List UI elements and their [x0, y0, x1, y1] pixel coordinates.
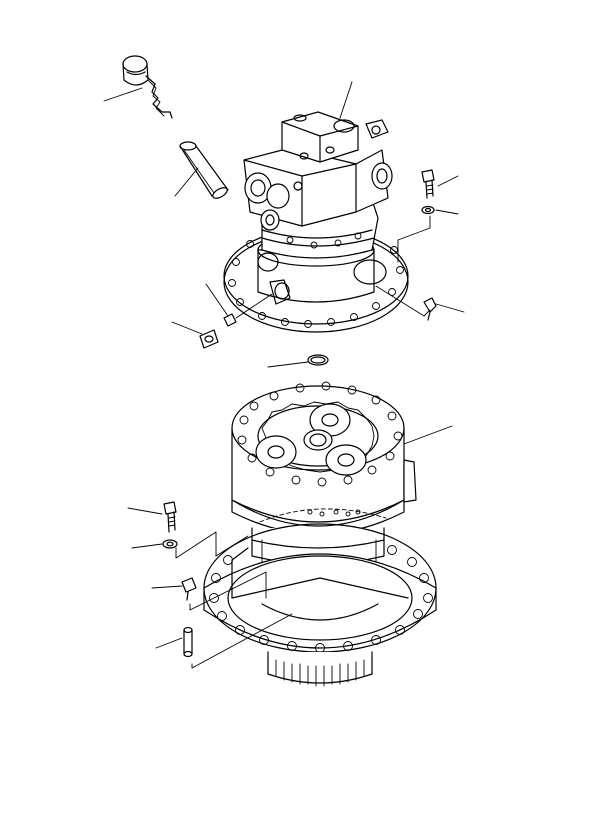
level-gauge — [122, 55, 173, 119]
case-bolt-washer — [162, 539, 178, 549]
leader-motor-bolt — [437, 175, 459, 187]
leader-case-bolt — [127, 507, 163, 515]
swing-machinery-case — [231, 381, 417, 605]
leader-o-ring — [267, 361, 309, 368]
leader-pin-clip — [435, 303, 465, 313]
dowel-bracket — [191, 613, 293, 669]
leader-plug-gasket — [205, 283, 229, 317]
leader-case-plug — [151, 585, 183, 589]
case-bolt-bracket — [175, 531, 217, 559]
plug-gasket — [223, 313, 237, 327]
case-connector-line — [215, 535, 249, 557]
clip-callout-bracket — [375, 285, 431, 317]
case-mounting-bolt — [163, 501, 177, 533]
leader-machinery-case — [403, 425, 453, 445]
swing-motor — [223, 111, 409, 333]
o-ring — [307, 354, 329, 366]
leader-motor-washer — [435, 209, 459, 215]
motor-mounting-bolt — [421, 169, 435, 199]
plug-bracket — [189, 571, 267, 611]
swing-pinion-base — [203, 523, 437, 687]
pin-clip — [423, 297, 437, 321]
bolt-callout-bracket — [397, 215, 431, 263]
gasket-pointer — [235, 293, 273, 319]
drain-plug — [199, 329, 219, 349]
leader-dowel-pin — [155, 637, 183, 649]
motor-bolt-washer — [421, 205, 435, 215]
case-plug — [181, 577, 197, 601]
leader-drain-plug — [171, 321, 203, 335]
leader-level-gauge — [103, 87, 143, 102]
leader-swing-motor — [339, 81, 353, 119]
dowel-pin — [183, 626, 193, 658]
leader-case-washer — [131, 543, 163, 549]
leader-dipstick-pipe — [174, 167, 199, 197]
dipstick-pipe — [179, 141, 229, 199]
